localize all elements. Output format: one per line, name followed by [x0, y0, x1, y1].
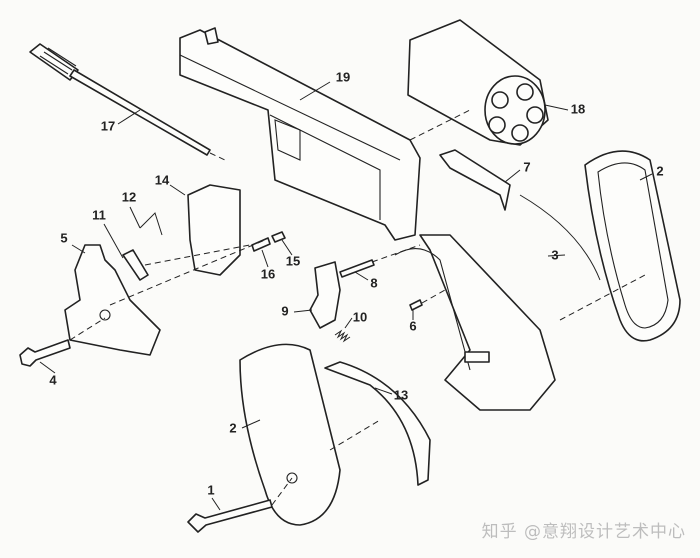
part-15 — [271, 231, 286, 243]
part-7 — [439, 149, 511, 211]
label-14: 14 — [155, 172, 170, 187]
leader-lines — [39, 81, 653, 511]
part-trigger — [309, 261, 341, 329]
part-frame — [179, 27, 421, 241]
label-17: 17 — [101, 118, 115, 133]
label-5: 5 — [60, 230, 67, 245]
label-15: 15 — [286, 253, 300, 268]
part-10-spring — [334, 329, 351, 343]
label-10: 10 — [353, 309, 367, 324]
part-13 — [324, 361, 431, 486]
part-labels: 1 2 2 3 4 5 6 7 8 9 10 11 12 13 14 15 16… — [49, 69, 663, 497]
part-8 — [339, 259, 375, 278]
label-11: 11 — [92, 207, 106, 222]
label-3: 3 — [551, 247, 558, 262]
part-screw-4 — [19, 339, 71, 367]
label-7: 7 — [523, 159, 530, 174]
label-12: 12 — [122, 189, 136, 204]
part-ejector-rod — [29, 43, 211, 156]
label-2-left: 2 — [229, 420, 236, 435]
part-hammer — [187, 184, 241, 276]
part-side-plate — [64, 244, 161, 356]
label-18: 18 — [571, 101, 585, 116]
label-19: 19 — [336, 69, 350, 84]
label-1: 1 — [207, 482, 214, 497]
part-3-spring — [519, 194, 601, 281]
part-grip-frame — [419, 234, 556, 411]
part-cylinder — [407, 19, 549, 146]
label-16: 16 — [261, 266, 275, 281]
label-2-right: 2 — [656, 163, 663, 178]
label-9: 9 — [281, 303, 288, 318]
part-screw-1 — [187, 499, 273, 533]
part-12 — [139, 212, 163, 236]
alignment-lines — [69, 109, 646, 506]
label-8: 8 — [370, 275, 377, 290]
label-4: 4 — [49, 372, 57, 387]
label-6: 6 — [409, 318, 416, 333]
part-grip-left — [239, 343, 341, 526]
part-6 — [409, 299, 423, 311]
watermark: 知乎 @意翔设计艺术中心 — [481, 522, 686, 542]
label-13: 13 — [394, 387, 408, 402]
part-16 — [251, 237, 271, 252]
part-11 — [122, 249, 149, 281]
part-grip-right — [584, 150, 681, 342]
